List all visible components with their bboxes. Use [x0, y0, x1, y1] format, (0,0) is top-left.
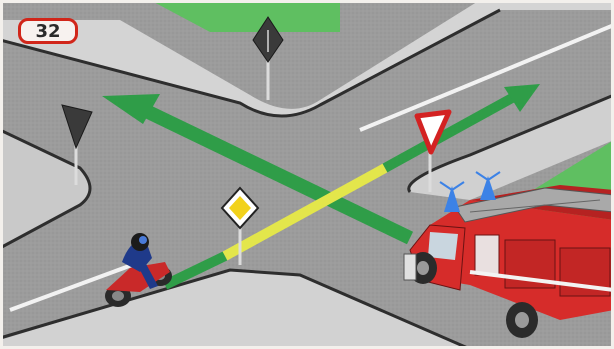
- give-way-sign: [414, 109, 452, 192]
- lane-marking-left: [9, 260, 141, 312]
- priority-road-sign: [220, 186, 260, 265]
- lane-marking-right: [359, 23, 614, 132]
- grass-top: [150, 0, 340, 32]
- fire-truck-arrowhead: [102, 94, 160, 124]
- fire-truck: [403, 185, 614, 338]
- sign-back-1: [252, 16, 284, 100]
- sidewalk-bottom: [0, 270, 470, 349]
- emergency-beacons: [439, 171, 501, 212]
- sidewalk-top: [0, 0, 614, 117]
- curb-left: [0, 128, 92, 250]
- sign-back-2: [61, 104, 93, 185]
- curb-top: [0, 8, 501, 118]
- fire-truck-path: [136, 101, 414, 245]
- motorcycle: [105, 233, 172, 307]
- curb-right: [407, 93, 614, 193]
- sidewalk-left: [0, 130, 90, 248]
- question-number-badge: 32: [18, 18, 78, 44]
- sidewalk-right: [408, 95, 614, 200]
- motorcycle-path-start: [162, 251, 228, 290]
- motorcycle-path-end: [382, 93, 515, 173]
- motorcycle-path-yield-zone: [222, 163, 388, 261]
- motorcycle-arrowhead: [504, 84, 540, 112]
